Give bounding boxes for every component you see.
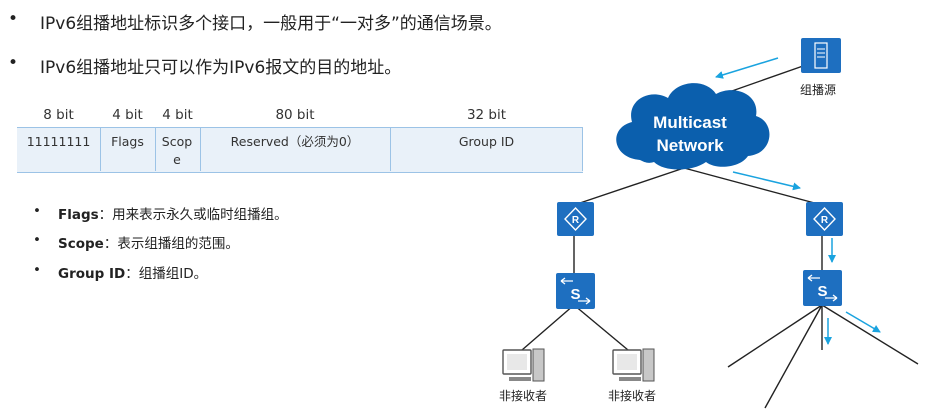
multicast-source: 组播源 — [800, 38, 841, 97]
pc-right: 非接收者 — [608, 348, 656, 403]
divider — [390, 127, 391, 171]
definition-term: Scope — [58, 236, 104, 252]
router-icon — [557, 202, 594, 236]
link-cloud-router-left — [573, 167, 685, 206]
router-left: R — [557, 202, 594, 236]
definition-term: Group ID — [58, 266, 126, 282]
bullet-marker: • — [33, 232, 41, 248]
cloud-label: Multicast — [653, 113, 727, 132]
link-cloud-router-right — [683, 167, 823, 206]
arrow-icon — [715, 57, 779, 79]
definition-desc: ：组播组ID。 — [125, 266, 208, 282]
field-scope: Scop e — [161, 134, 193, 167]
source-label: 组播源 — [800, 83, 836, 97]
svg-text:S: S — [817, 283, 827, 300]
field-flags: Flags — [111, 134, 144, 149]
bit-header: 4 bit — [112, 107, 143, 123]
svg-text:S: S — [570, 286, 580, 303]
multicast-flow-arrows — [715, 57, 881, 345]
non-receiver-label: 非接收者 — [608, 388, 656, 403]
bit-header: 4 bit — [162, 107, 193, 123]
non-receiver-label: 非接收者 — [499, 388, 547, 403]
divider — [155, 127, 156, 171]
router-right: R — [806, 202, 843, 236]
multicast-cloud-icon: Multicast Network — [616, 83, 770, 170]
bullet-marker: • — [8, 9, 19, 29]
bullet-marker: • — [33, 262, 41, 278]
server-icon — [801, 38, 841, 73]
bullet-marker: • — [8, 53, 19, 73]
link-switch-pc-right — [573, 304, 629, 351]
network-links — [521, 65, 919, 409]
svg-text:R: R — [572, 215, 580, 226]
table-row — [17, 127, 583, 173]
bullet-marker: • — [33, 203, 41, 219]
link-switch-receiver-4 — [821, 304, 919, 365]
definition-term: Flags — [58, 207, 99, 223]
definition-desc: ：用来表示永久或临时组播组。 — [98, 207, 288, 223]
pc-left: 非接收者 — [499, 348, 547, 403]
divider — [100, 127, 101, 171]
arrow-icon — [845, 311, 881, 333]
switch-right: S — [803, 270, 842, 306]
definition-desc: ：表示组播组的范围。 — [103, 236, 239, 252]
svg-text:R: R — [821, 215, 829, 226]
cloud-label: Network — [656, 136, 724, 155]
bit-header: 8 bit — [43, 107, 74, 123]
switch-icon — [803, 270, 842, 306]
switch-icon — [556, 273, 595, 309]
router-icon — [806, 202, 843, 236]
link-switch-receiver-2 — [764, 304, 823, 409]
switch-left: S — [556, 273, 595, 309]
divider — [200, 127, 201, 171]
bullet-text: IPv6组播地址只可以作为IPv6报文的目的地址。 — [40, 58, 402, 78]
arrow-icon — [732, 171, 801, 191]
link-switch-receiver-1 — [727, 304, 823, 368]
field-reserved: Reserved（必须为0） — [230, 134, 360, 149]
field-prefix: 11111111 — [26, 134, 91, 149]
bit-header: 32 bit — [466, 107, 507, 123]
divider — [582, 127, 583, 171]
field-group-id: Group ID — [458, 134, 515, 149]
bullet-text: IPv6组播地址标识多个接口，一般用于“一对多”的通信场景。 — [40, 14, 502, 34]
bit-header: 80 bit — [275, 107, 315, 123]
link-switch-pc-left — [521, 304, 575, 351]
